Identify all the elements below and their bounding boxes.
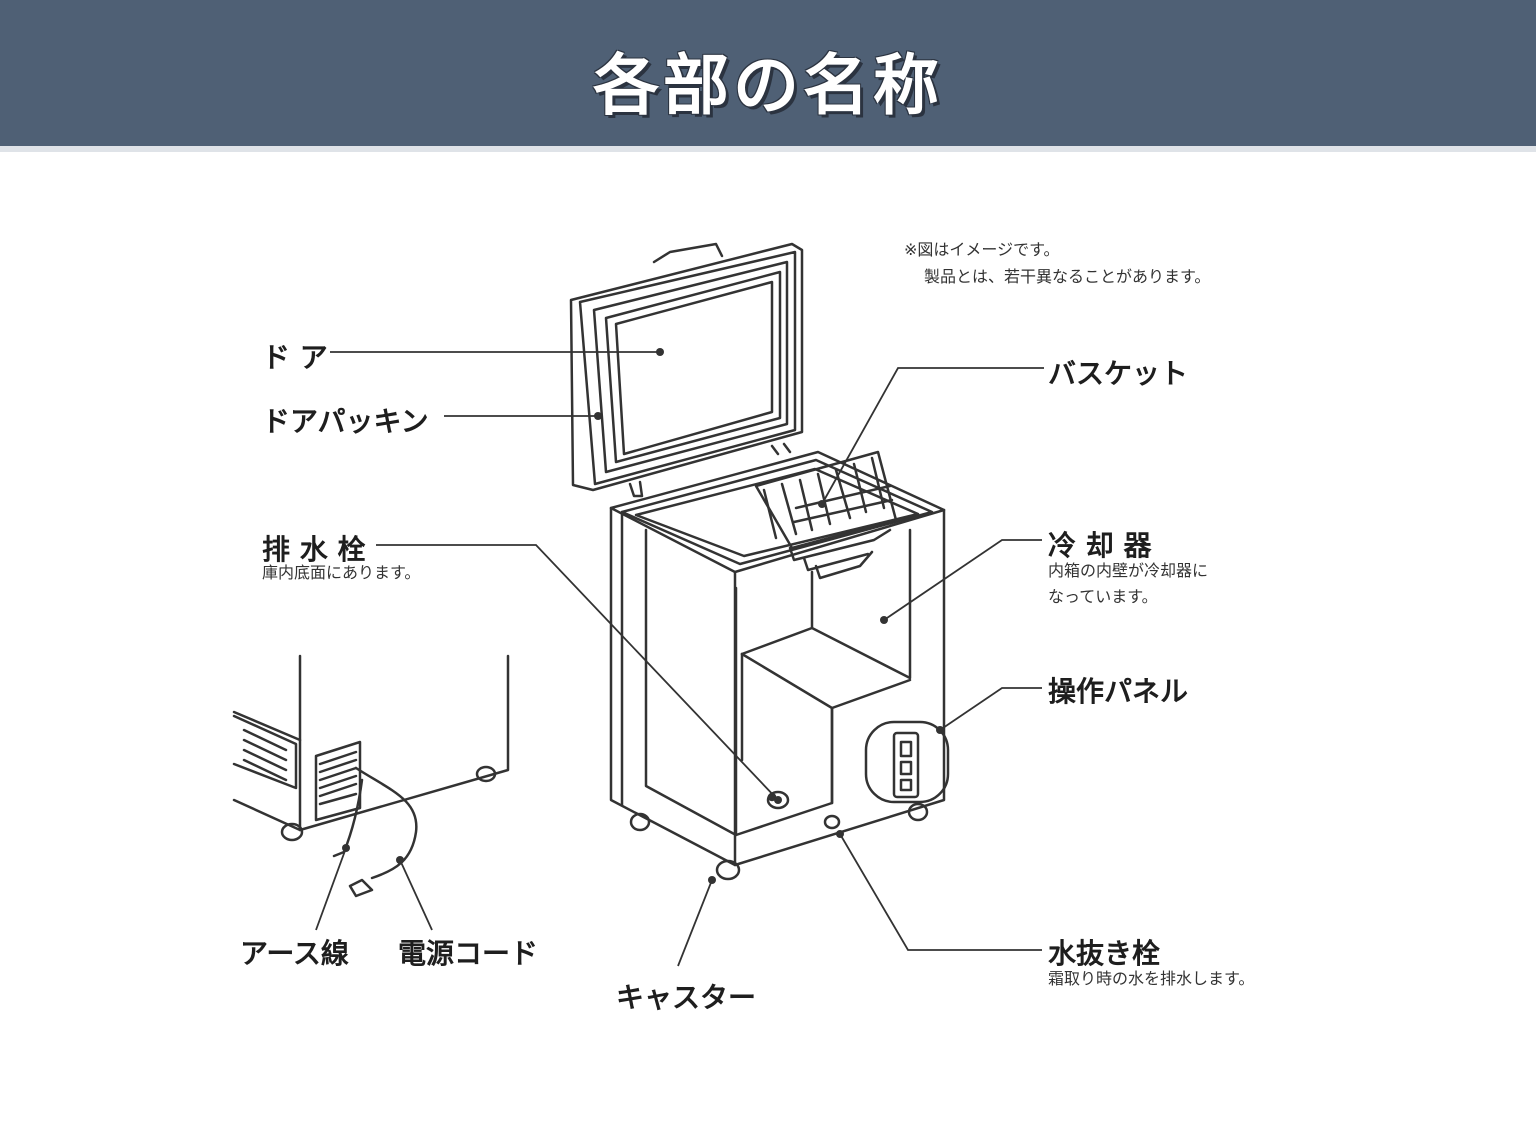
cabinet-illustration — [609, 450, 950, 881]
disclaimer-line-1: ※図はイメージです。 — [904, 240, 1060, 259]
rear-view-illustration — [232, 654, 510, 898]
title-banner — [0, 0, 1536, 146]
label-cooler: 冷 却 器 — [1048, 529, 1152, 562]
label-caster: キャスター — [616, 981, 757, 1014]
note-water-drain-plug: 霜取り時の水を排水します。 — [1048, 969, 1255, 988]
leader-control-panel — [939, 687, 1042, 731]
label-drain-plug: 排 水 栓 — [262, 533, 366, 566]
leader-ground-wire — [315, 847, 347, 931]
label-ground-wire: アース線 — [240, 937, 349, 970]
label-door-gasket: ドアパッキン — [262, 405, 429, 438]
leader-caster — [677, 879, 713, 967]
note-cooler-1: 内箱の内壁が冷却器に — [1048, 561, 1209, 580]
banner-divider — [0, 146, 1536, 152]
leader-water-drain-plug — [839, 833, 1042, 951]
label-door: ド ア — [262, 341, 328, 374]
leader-power-cord — [399, 859, 433, 931]
leader-basket — [821, 367, 1044, 505]
leader-cooler — [883, 539, 1042, 621]
disclaimer-line-2: 製品とは、若干異なることがあります。 — [924, 267, 1211, 286]
page-title: 各部の名称 — [593, 47, 943, 124]
note-cooler-2: なっています。 — [1048, 587, 1158, 606]
note-drain-plug: 庫内底面にあります。 — [262, 563, 421, 582]
leader-drain-plug — [376, 544, 779, 801]
label-water-drain-plug: 水抜き栓 — [1048, 937, 1161, 970]
label-control-panel: 操作パネル — [1048, 675, 1189, 708]
label-basket: バスケット — [1048, 357, 1189, 390]
label-power-cord: 電源コード — [398, 937, 539, 970]
door-illustration — [569, 242, 804, 498]
